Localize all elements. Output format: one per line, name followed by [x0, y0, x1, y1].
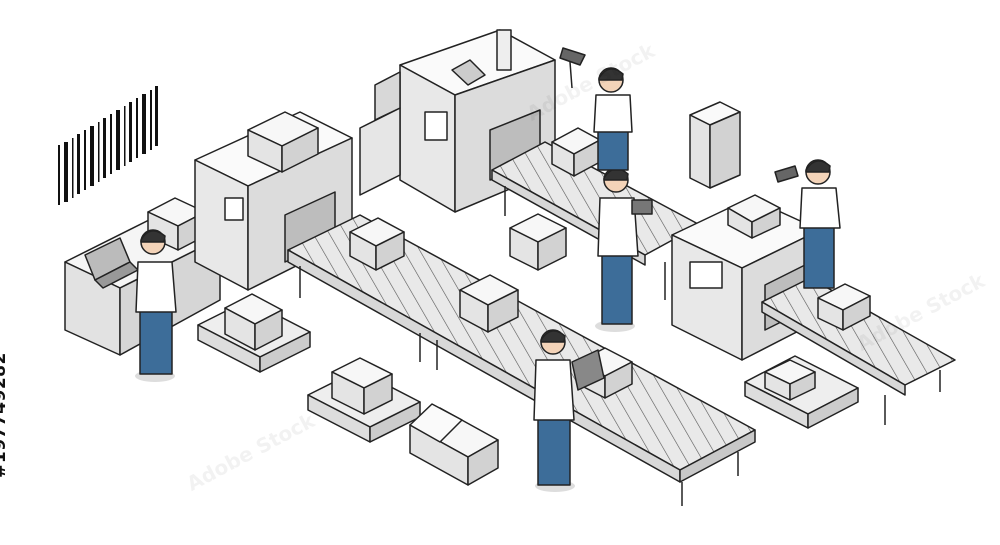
cardboard-box	[349, 217, 405, 271]
pallet	[197, 293, 311, 373]
cardboard-box	[764, 359, 816, 401]
storage-cabinet	[689, 101, 741, 189]
cardboard-box	[727, 194, 781, 239]
tablet	[571, 349, 605, 391]
cardboard-box	[551, 127, 601, 177]
barcode-scanner-icon	[774, 165, 799, 183]
cardboard-box	[331, 357, 393, 415]
barcode-icon	[58, 86, 158, 205]
conveyor-belt	[761, 277, 956, 425]
machine-panel	[359, 71, 401, 196]
cardboard-box	[817, 283, 871, 331]
stock-image-id: #197749282	[0, 352, 10, 478]
cardboard-box	[224, 293, 283, 351]
worker	[135, 229, 177, 382]
worker	[774, 159, 841, 289]
cardboard-box	[509, 213, 567, 271]
worker	[595, 167, 653, 332]
packing-machine	[671, 194, 821, 361]
worker	[559, 47, 633, 171]
open-box	[409, 403, 499, 486]
barcode-scanner-icon	[559, 47, 586, 89]
worker	[533, 329, 605, 492]
pallet	[307, 357, 421, 443]
pallet	[744, 355, 859, 429]
cardboard-box	[147, 197, 206, 251]
cardboard-box	[247, 111, 319, 173]
cardboard-box	[459, 274, 519, 333]
conveyor-belt	[287, 214, 756, 506]
packing-machine	[194, 111, 353, 291]
